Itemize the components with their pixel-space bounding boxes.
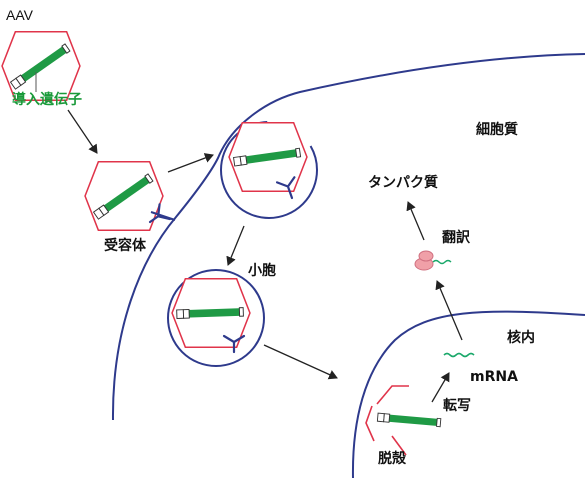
vesicle-label: 小胞 <box>248 263 276 279</box>
transcription-label: 転写 <box>443 398 471 414</box>
aav-capsid-free <box>1 31 81 101</box>
nucleus-label: 核内 <box>507 330 535 346</box>
arrow-to-protein <box>406 201 425 241</box>
endocytic-membrane <box>220 121 318 219</box>
vesicle-membrane <box>167 269 265 367</box>
arrow-to-vesicle <box>226 225 245 266</box>
arrow-to-endocytosis <box>167 153 214 173</box>
uncoating-label: 脱殻 <box>378 451 406 467</box>
uncoated-capsid <box>365 385 409 456</box>
aav-capsid-endocytosing <box>228 122 308 192</box>
aav-capsid-in-vesicle <box>171 278 251 348</box>
cell-membrane <box>111 53 585 421</box>
arrow-transcription <box>431 372 450 403</box>
receptor-label: 受容体 <box>104 238 146 254</box>
aav-label: AAV <box>6 7 33 23</box>
arrow-to-nucleus <box>263 344 338 380</box>
receptor-anchor <box>150 211 176 221</box>
arrow-aav-to-receptor <box>67 109 98 154</box>
arrow-translation-up <box>435 280 463 341</box>
protein-label: タンパク質 <box>368 175 438 191</box>
y-receptor-icon <box>275 176 296 200</box>
mrna-label: mRNA <box>470 369 518 385</box>
wavy-mrna-icon <box>443 352 475 358</box>
y-receptor-icon <box>222 334 246 354</box>
translation-label: 翻訳 <box>442 230 470 246</box>
dna-rod-icon <box>376 412 442 428</box>
transgene-label: 導入遺伝子 <box>12 92 82 108</box>
nuclear-membrane <box>351 310 585 478</box>
cytoplasm-label: 細胞質 <box>476 122 518 138</box>
ribosome-icon <box>414 250 452 271</box>
